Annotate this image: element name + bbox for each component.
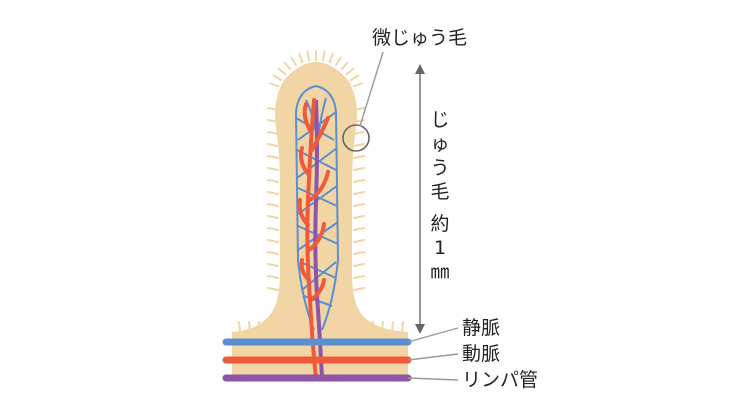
microvillus-tick xyxy=(283,61,292,71)
lacteal xyxy=(313,99,324,379)
artery-label: 動脈 xyxy=(462,343,500,365)
microvillus-tick xyxy=(345,67,355,76)
microvillus-tick xyxy=(267,227,279,231)
microvilli-callout-circle xyxy=(342,124,370,152)
microvillus-tick xyxy=(340,61,349,71)
villus-height-char: ㎜ xyxy=(430,261,449,283)
microvillus-tick xyxy=(267,143,279,147)
microvillus-tick xyxy=(267,167,279,171)
microvillus-tick xyxy=(267,287,279,291)
microvillus-tick xyxy=(353,263,365,267)
microvillus-tick xyxy=(298,52,304,64)
microvillus-tick xyxy=(353,239,365,243)
microvillus-tick xyxy=(353,155,365,159)
microvillus-tick xyxy=(353,203,365,207)
villus-body xyxy=(232,62,408,378)
artery-leader-line xyxy=(407,353,459,361)
microvillus-tick xyxy=(353,275,365,279)
lymph-leader-line xyxy=(407,377,459,381)
microvillus-tick xyxy=(335,56,342,67)
microvillus-tick xyxy=(267,203,279,207)
lymph-label: リンパ管 xyxy=(462,369,538,391)
microvillus-tick xyxy=(290,56,297,67)
microvillus-tick xyxy=(353,251,365,255)
microvillus-tick xyxy=(353,227,365,231)
microvillus-tick xyxy=(353,215,365,219)
microvillus-tick xyxy=(401,321,404,333)
microvilli-label: 微じゅう毛 xyxy=(372,27,467,49)
microvillus-tick xyxy=(267,131,279,135)
microvillus-tick xyxy=(353,287,365,291)
microvillus-tick xyxy=(353,131,365,135)
microvillus-tick xyxy=(267,251,279,255)
vein-leader-line xyxy=(407,327,459,343)
villus-height-char: ゅ xyxy=(430,133,449,155)
microvillus-tick xyxy=(267,179,279,183)
microvillus-tick xyxy=(353,167,365,171)
microvillus-tick xyxy=(321,50,326,62)
microvilli-leader-line xyxy=(359,51,384,127)
villus-height-char: う xyxy=(430,157,449,179)
villus-height-char: 約 xyxy=(430,213,449,235)
microvillus-tick xyxy=(328,52,334,64)
microvillus-tick xyxy=(277,67,287,76)
microvillus-tick xyxy=(306,50,311,62)
microvillus-tick xyxy=(352,82,364,88)
microvillus-tick xyxy=(267,263,279,267)
villus-height-char: 毛 xyxy=(430,181,449,203)
microvillus-tick xyxy=(353,143,365,147)
microvillus-tick xyxy=(267,155,279,159)
microvillus-tick xyxy=(238,321,241,333)
height-dimension-arrow xyxy=(415,64,425,334)
microvillus-tick xyxy=(272,74,283,81)
microvillus-tick xyxy=(267,215,279,219)
microvillus-tick xyxy=(267,239,279,243)
villus-height-char: じ xyxy=(430,109,449,131)
microvillus-tick xyxy=(267,275,279,279)
microvilli-fringe xyxy=(238,50,404,333)
vein-label: 静脈 xyxy=(462,317,500,339)
microvillus-tick xyxy=(268,82,280,88)
arterial-branches xyxy=(297,98,330,380)
villus-height-char: 1 xyxy=(434,237,446,259)
microvillus-tick xyxy=(353,191,365,195)
microvillus-tick xyxy=(349,74,360,81)
microvillus-tick xyxy=(353,179,365,183)
microvillus-tick xyxy=(267,191,279,195)
